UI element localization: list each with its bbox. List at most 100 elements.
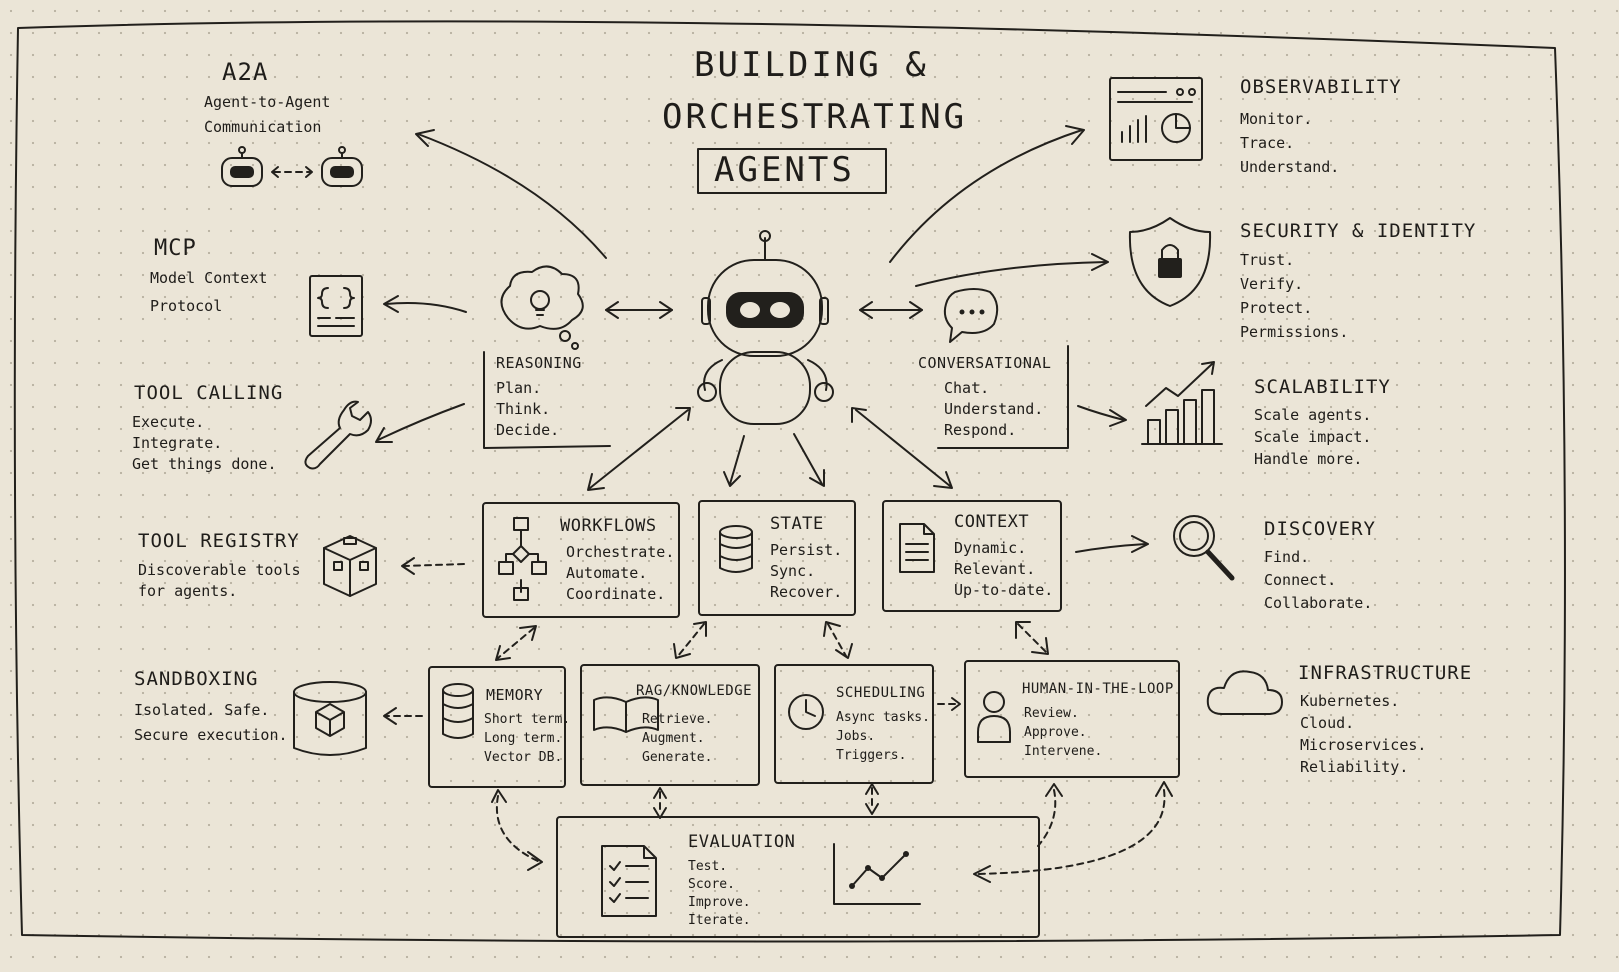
rag-box — [580, 664, 760, 786]
rag-line: Retrieve. — [642, 712, 713, 727]
title-agents-box — [697, 148, 887, 194]
scalability-lines: Scale agents. Scale impact. Handle more. — [1254, 404, 1371, 470]
a2a-heading: A2A — [222, 58, 269, 86]
reasoning-line: Think. — [496, 400, 551, 418]
observability-line: Understand. — [1240, 158, 1340, 176]
outer-frame — [13, 20, 1566, 943]
infrastructure-line: Cloud. — [1300, 714, 1355, 732]
context-box — [882, 500, 1062, 612]
workflows-lines: Orchestrate. Automate. Coordinate. — [566, 542, 674, 605]
wrench-icon — [304, 400, 372, 470]
tool-registry-line: Discoverable tools — [138, 561, 301, 579]
rag-line: Augment. — [642, 731, 705, 746]
scalability-heading: SCALABILITY — [1254, 376, 1391, 398]
security-line: Permissions. — [1240, 323, 1349, 341]
infrastructure-line: Reliability. — [1300, 758, 1409, 776]
mcp-line-1: Model Context — [150, 269, 268, 287]
infrastructure-heading: INFRASTRUCTURE — [1298, 662, 1473, 684]
sandboxing-line: Secure execution. — [134, 726, 288, 744]
reasoning-lines: Plan. Think. Decide. — [496, 378, 559, 441]
evaluation-line: Improve. — [688, 895, 751, 910]
hitl-lines: Review. Approve. Intervene. — [1024, 704, 1102, 761]
hitl-box — [964, 660, 1180, 778]
state-line: Persist. — [770, 541, 843, 559]
arrows — [375, 125, 1173, 883]
rag-lines: Retrieve. Augment. Generate. — [642, 710, 712, 767]
conversational-heading: CONVERSATIONAL — [918, 354, 1052, 372]
document-icon — [899, 523, 935, 573]
person-icon — [977, 691, 1011, 743]
a2a-robots-icon — [221, 146, 363, 187]
evaluation-box — [556, 816, 1040, 938]
chat-bubble-icon — [943, 288, 999, 343]
memory-heading: MEMORY — [486, 686, 544, 704]
workflows-line: Coordinate. — [566, 585, 666, 603]
scheduling-line: Async tasks. — [836, 710, 930, 725]
shield-lock-icon — [1128, 217, 1212, 307]
sandboxing-line: Isolated. Safe. — [134, 701, 270, 719]
conversational-lines: Chat. Understand. Respond. — [944, 378, 1043, 441]
reasoning-frame — [483, 351, 611, 449]
workflows-box — [482, 502, 680, 618]
title-line-3: AGENTS — [714, 150, 855, 190]
context-lines: Dynamic. Relevant. Up-to-date. — [954, 538, 1053, 601]
title-line-1: BUILDING & — [694, 45, 929, 85]
rag-line: Generate. — [642, 750, 713, 765]
scheduling-line: Jobs. — [836, 729, 876, 744]
a2a-line-1: Agent-to-Agent — [204, 93, 331, 111]
dashboard-icon — [1109, 77, 1203, 161]
mcp-line-2: Protocol — [150, 297, 223, 315]
sandboxing-heading: SANDBOXING — [134, 668, 259, 690]
memory-line: Long term. — [484, 731, 563, 746]
memory-line: Short term. — [484, 712, 571, 727]
security-lines: Trust. Verify. Protect. Permissions. — [1240, 248, 1348, 344]
lightbulb-cloud-icon — [500, 265, 584, 350]
braces-document-icon — [309, 275, 363, 337]
discovery-line: Connect. — [1264, 571, 1337, 589]
conversational-line: Chat. — [944, 379, 990, 397]
flowchart-icon — [498, 517, 547, 601]
state-line: Recover. — [770, 583, 843, 601]
context-heading: CONTEXT — [954, 512, 1030, 532]
sandboxing-lines: Isolated. Safe. Secure execution. — [134, 698, 288, 748]
tool-registry-heading: TOOL REGISTRY — [138, 530, 300, 552]
workflows-line: Automate. — [566, 564, 648, 582]
state-line: Sync. — [770, 562, 816, 580]
tool-registry-lines: Discoverable tools for agents. — [138, 560, 301, 602]
observability-line: Trace. — [1240, 134, 1295, 152]
infrastructure-lines: Kubernetes. Cloud. Microservices. Reliab… — [1300, 690, 1426, 778]
scheduling-lines: Async tasks. Jobs. Triggers. — [836, 708, 930, 765]
memory-database-icon — [442, 683, 474, 739]
memory-line: Vector DB. — [484, 750, 563, 765]
magnifier-icon — [1173, 515, 1235, 581]
state-lines: Persist. Sync. Recover. — [770, 540, 842, 603]
a2a-line-2: Communication — [204, 118, 322, 136]
robot-icon — [697, 230, 834, 425]
hitl-line: Approve. — [1024, 725, 1087, 740]
security-heading: SECURITY & IDENTITY — [1240, 220, 1477, 242]
hitl-line: Intervene. — [1024, 744, 1103, 759]
conversational-line: Understand. — [944, 400, 1044, 418]
discovery-heading: DISCOVERY — [1264, 518, 1376, 540]
observability-heading: OBSERVABILITY — [1240, 76, 1402, 98]
observability-line: Monitor. — [1240, 110, 1313, 128]
cube-box-icon — [323, 535, 377, 597]
sandbox-cylinder-icon — [293, 681, 367, 756]
scheduling-line: Triggers. — [836, 748, 907, 763]
infrastructure-line: Microservices. — [1300, 736, 1427, 754]
conversational-line: Respond. — [944, 421, 1017, 439]
workflows-heading: WORKFLOWS — [560, 516, 657, 536]
cloud-icon — [1206, 670, 1283, 715]
tool-calling-line: Get things done. — [132, 455, 277, 473]
checklist-icon — [601, 845, 657, 917]
discovery-line: Find. — [1264, 548, 1310, 566]
evaluation-line: Score. — [688, 877, 735, 892]
reasoning-heading: REASONING — [496, 354, 582, 372]
book-icon — [593, 696, 659, 733]
bar-chart-icon — [1141, 361, 1223, 445]
memory-lines: Short term. Long term. Vector DB. — [484, 710, 570, 767]
workflows-line: Orchestrate. — [566, 543, 675, 561]
database-icon — [719, 525, 753, 573]
tool-registry-line: for agents. — [138, 582, 238, 600]
